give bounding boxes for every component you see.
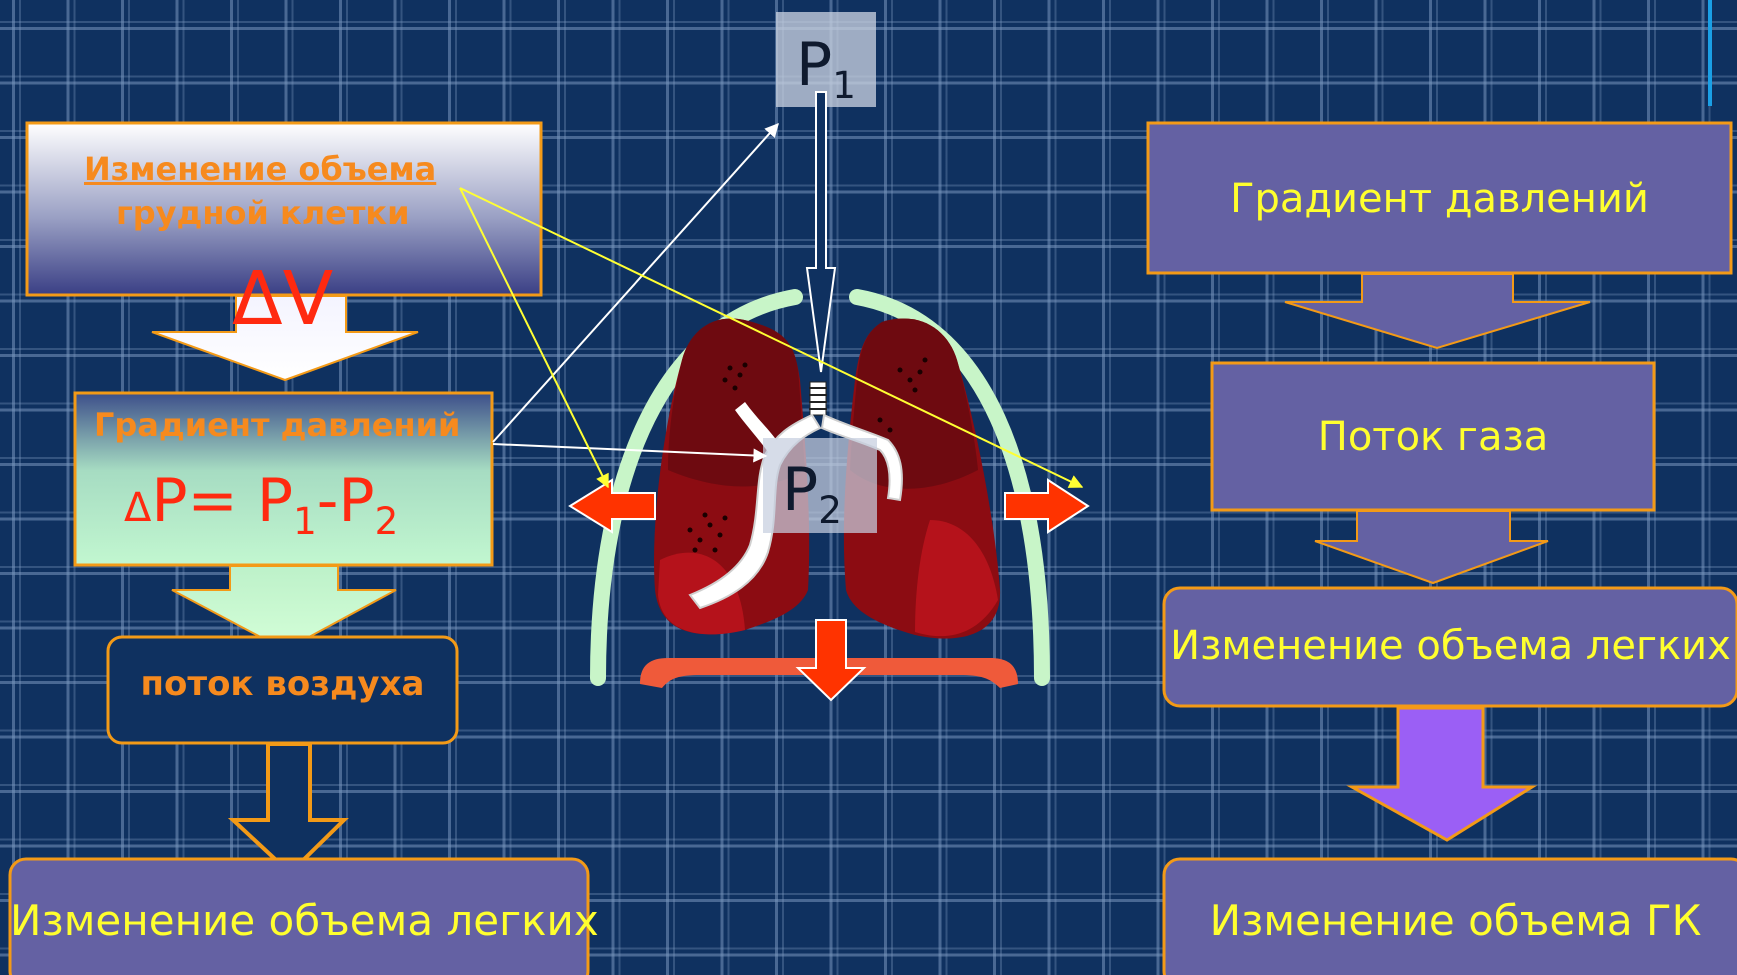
pressure-gradient-title: Градиент давлений	[94, 406, 460, 444]
right-pressure-arrow	[1285, 274, 1590, 348]
left-expand-arrow	[570, 480, 655, 532]
left-lung-volume-label: Изменение объема легких	[10, 896, 588, 945]
chest-volume-title-line1: Изменение объема	[84, 150, 464, 188]
p2-letter: P	[782, 455, 818, 525]
formula-sub-1: 1	[293, 499, 317, 543]
pressure-formula: ΔP= P1-P2	[124, 466, 398, 543]
chest-illustration	[570, 12, 1088, 700]
gas-flow-label: Поток газа	[1212, 414, 1654, 460]
right-lung-volume-label: Изменение объема легких	[1164, 623, 1737, 669]
p1-label: P1	[796, 30, 856, 107]
formula-delta: Δ	[124, 485, 151, 531]
delta-v-label: ΔV	[232, 256, 333, 342]
right-chest-volume-label: Изменение объема ГК	[1164, 896, 1737, 945]
air-flow-label: поток воздуха	[108, 664, 457, 704]
lung-volume-arrow	[1352, 708, 1532, 840]
p1-down-arrow	[807, 92, 835, 372]
p1-letter: P	[796, 30, 832, 100]
p1-sub: 1	[832, 63, 856, 107]
formula-p: P= P	[151, 466, 293, 536]
gas-flow-arrow	[1315, 511, 1548, 583]
right-pressure-label: Градиент давлений	[1148, 176, 1731, 222]
air-flow-arrow	[233, 744, 344, 873]
formula-minus-p: -P	[317, 466, 375, 536]
chest-volume-title-line2: грудной клетки	[116, 194, 446, 232]
p2-label: P2	[782, 455, 842, 532]
formula-sub-2: 2	[375, 499, 399, 543]
trachea	[810, 382, 826, 415]
p2-sub: 2	[818, 488, 842, 532]
